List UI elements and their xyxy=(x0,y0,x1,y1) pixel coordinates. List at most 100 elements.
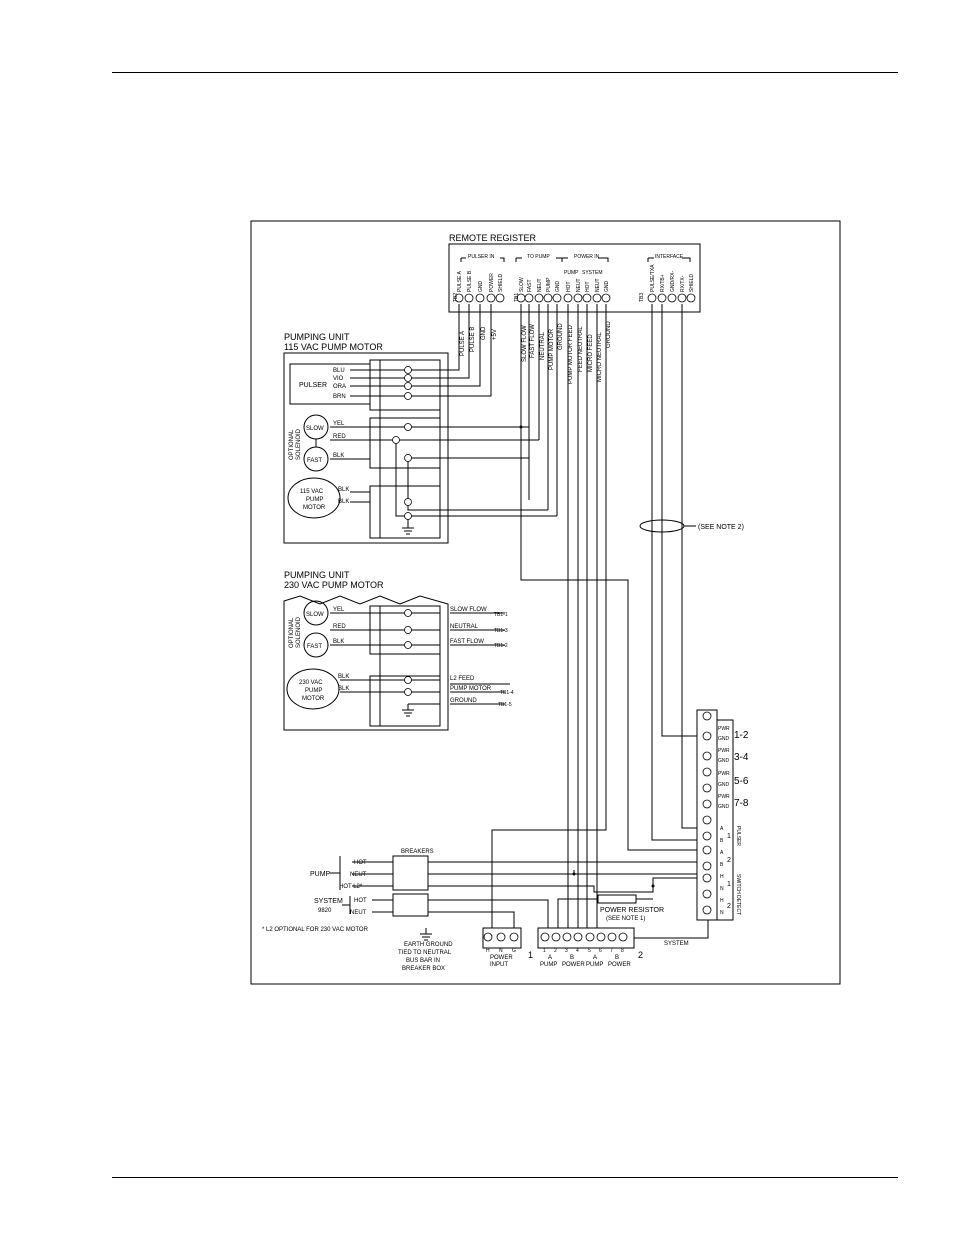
svg-text:BLK: BLK xyxy=(333,453,344,459)
unit115-motor-label: 115 VAC PUMP MOTOR xyxy=(300,489,326,511)
svg-text:HOT: HOT xyxy=(585,281,591,292)
pulser-wire-labels: PULSE A PULSE B GND +5V xyxy=(460,326,498,356)
svg-text:GND: GND xyxy=(718,736,730,742)
svg-text:PULSE B: PULSE B xyxy=(470,327,476,352)
unit115-box xyxy=(283,352,449,544)
remote-register-title: REMOTE REGISTER xyxy=(449,233,537,243)
svg-text:N: N xyxy=(720,910,724,916)
svg-text:PUMP MOTOR: PUMP MOTOR xyxy=(549,328,555,370)
svg-text:2: 2 xyxy=(727,903,731,910)
svg-text:BLK: BLK xyxy=(338,487,349,493)
terminal-strip-labels: PWR GND PWR GND PWR GND PWR GND xyxy=(718,726,730,810)
svg-text:TIED TO NEUTRAL: TIED TO NEUTRAL xyxy=(398,950,452,956)
svg-text:PUMP MOTOR FEED: PUMP MOTOR FEED xyxy=(568,325,574,384)
svg-text:230 VAC: 230 VAC xyxy=(299,680,323,686)
power-input-terms: H N G POWER INPUT xyxy=(486,948,516,968)
slow-solenoid-230 xyxy=(303,600,329,626)
svg-text:PULSE B: PULSE B xyxy=(467,270,473,292)
svg-text:1-2: 1-2 xyxy=(734,730,749,741)
svg-text:5-6: 5-6 xyxy=(734,776,749,787)
svg-text:GND: GND xyxy=(481,326,487,340)
svg-text:8: 8 xyxy=(621,948,624,954)
motor-230 xyxy=(286,668,340,710)
svg-text:H: H xyxy=(720,874,724,880)
svg-text:115 VAC: 115 VAC xyxy=(300,489,324,495)
svg-text:A: A xyxy=(548,955,552,961)
register-pump-terms: SLOW FAST NEUT PUMP GND HOT NEUT HOT NEU… xyxy=(519,277,610,292)
unit230-slow: SLOW xyxy=(306,612,324,618)
svg-text:POWER: POWER xyxy=(489,273,495,292)
svg-text:NEUT: NEUT xyxy=(350,872,367,878)
svg-text:NEUTRAL: NEUTRAL xyxy=(540,331,546,360)
svg-text:TB1-2: TB1-2 xyxy=(494,643,508,649)
svg-text:PWR: PWR xyxy=(718,794,730,800)
group-num-2: 2 xyxy=(638,950,643,960)
svg-text:3: 3 xyxy=(565,948,568,954)
unit230-outputs: SLOW FLOW NEUTRAL FAST FLOW L2 FEED PUMP… xyxy=(450,607,492,704)
svg-text:A: A xyxy=(593,955,597,961)
svg-text:3-4: 3-4 xyxy=(734,752,749,763)
pulser-in-label: PULSER IN xyxy=(468,254,495,260)
svg-text:L2 FEED: L2 FEED xyxy=(450,676,475,682)
svg-text:BLU: BLU xyxy=(333,368,345,374)
svg-text:PULSE/TXA: PULSE/TXA xyxy=(650,264,656,292)
unit230-tb-refs: TB1-1 TB1-3 TB1-2 TB1-4 TB1-5 xyxy=(494,612,514,708)
svg-text:POWER: POWER xyxy=(490,955,513,961)
unit115-wire-colors: BLU VIO ORA BRN xyxy=(333,368,346,400)
svg-text:2: 2 xyxy=(727,857,731,864)
register-pulser-terms: PULSE A PULSE B GND POWER SHIELD xyxy=(457,270,504,292)
svg-text:TB1-4: TB1-4 xyxy=(500,690,514,696)
bottom-pump-power-labels: PUMP POWER PUMP POWER xyxy=(540,962,631,968)
unit230-fast: FAST xyxy=(307,644,322,650)
tb2-label: TB2 xyxy=(453,293,459,302)
breakers-system-model: 9820 xyxy=(318,908,332,914)
svg-text:B: B xyxy=(570,955,574,961)
remote-register-box xyxy=(448,243,701,313)
svg-text:PWR: PWR xyxy=(718,748,730,754)
svg-text:NEUTRAL: NEUTRAL xyxy=(450,624,479,630)
group-num-1: 1 xyxy=(528,950,533,960)
unit230-motor-colors: BLK BLK xyxy=(338,674,349,692)
svg-text:1: 1 xyxy=(727,833,731,840)
svg-text:TB1-1: TB1-1 xyxy=(494,612,508,618)
svg-text:BLK: BLK xyxy=(338,499,349,505)
svg-text:BUS BAR IN: BUS BAR IN xyxy=(406,958,440,964)
svg-text:GND: GND xyxy=(555,281,561,293)
pulser-ab-labels: A B A B 1 2 xyxy=(720,826,731,868)
svg-text:GND: GND xyxy=(718,758,730,764)
svg-text:H: H xyxy=(720,898,724,904)
svg-text:TB1-5: TB1-5 xyxy=(498,702,512,708)
svg-text:SHIELD: SHIELD xyxy=(689,274,695,292)
svg-text:GND: GND xyxy=(718,804,730,810)
svg-text:FEED NEUTRAL: FEED NEUTRAL xyxy=(578,326,584,372)
svg-text:MOTOR: MOTOR xyxy=(302,696,325,702)
fast-solenoid-230 xyxy=(303,632,329,658)
svg-text:G: G xyxy=(512,948,516,954)
svg-text:N: N xyxy=(499,948,503,954)
svg-text:NEUT: NEUT xyxy=(576,278,582,292)
svg-text:5: 5 xyxy=(588,948,591,954)
svg-text:2: 2 xyxy=(554,948,557,954)
svg-text:SHIELD: SHIELD xyxy=(498,274,504,292)
unit230-solenoid-colors: YEL RED BLK xyxy=(333,607,346,645)
svg-text:BLK: BLK xyxy=(338,686,349,692)
l2-optional-note: * L2 OPTIONAL FOR 230 VAC MOTOR xyxy=(262,927,369,933)
unit230-optional: OPTIONAL xyxy=(289,617,295,648)
switch-hn-labels: H N H N 1 2 xyxy=(720,874,731,916)
register-interface-terms: PULSE/TXA RX/TB+ GND/RX- RX/TX- SHIELD xyxy=(650,264,695,292)
svg-text:HOT: HOT xyxy=(354,898,367,904)
to-pump-label: TO PUMP xyxy=(527,254,550,260)
pulser-word: PULSER xyxy=(735,826,741,846)
power-resistor xyxy=(597,894,637,904)
svg-text:BRN: BRN xyxy=(333,394,346,400)
unit230-box xyxy=(283,595,449,731)
unit115-optional: OPTIONAL xyxy=(289,429,295,460)
svg-text:PUMP: PUMP xyxy=(540,962,557,968)
svg-text:A: A xyxy=(720,826,724,832)
svg-text:PULSE A: PULSE A xyxy=(457,270,463,292)
svg-text:INPUT: INPUT xyxy=(490,962,508,968)
svg-text:POWER: POWER xyxy=(562,962,585,968)
svg-text:YEL: YEL xyxy=(333,607,345,613)
unit115-title1: PUMPING UNIT xyxy=(284,332,350,342)
